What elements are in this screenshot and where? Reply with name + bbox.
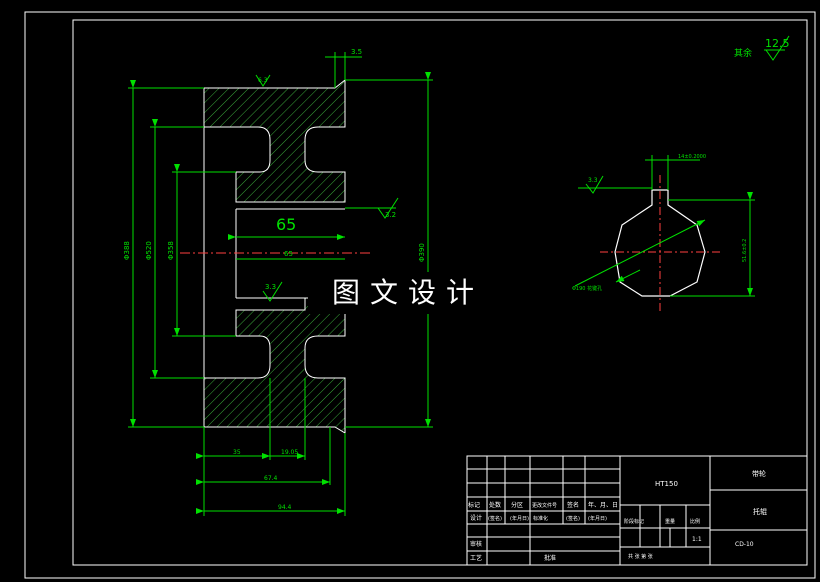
hatch-bottom bbox=[203, 297, 346, 434]
tb-design-cell: 设计 bbox=[470, 514, 482, 522]
dim-dia-outer: Φ388 bbox=[123, 241, 131, 260]
roughness-label: 其余 bbox=[734, 47, 752, 59]
title-block bbox=[466, 455, 808, 566]
tb-part-name: 带轮 bbox=[752, 469, 766, 478]
tb-row-label: 分区 bbox=[511, 501, 523, 509]
tb-scale: 1:1 bbox=[692, 536, 702, 543]
dim-bot3: 67.4 bbox=[264, 475, 278, 482]
tb-drawing-name: 托辊 bbox=[753, 507, 767, 516]
tb-approve: 批准 bbox=[544, 554, 556, 562]
roughness-value: 12.5 bbox=[765, 37, 790, 50]
dim-hub-lower: 3.3 bbox=[265, 283, 276, 291]
tb-review: 审核 bbox=[470, 540, 482, 548]
tb-row-label: 年、月、日 bbox=[588, 501, 618, 509]
tb-stage-header: 阶段标记 bbox=[624, 518, 644, 525]
outer-frame bbox=[24, 11, 816, 579]
side-dim-diag: Φ190 花键孔 bbox=[572, 285, 602, 292]
tb-design-cell: 标准化 bbox=[533, 515, 548, 522]
roughness-symbol bbox=[765, 35, 790, 61]
tb-stage-header: 重量 bbox=[665, 518, 675, 525]
dim-bot2: 19.05 bbox=[281, 449, 298, 456]
tb-row-label: 签名 bbox=[567, 501, 579, 509]
dim-dia-hub: Φ358 bbox=[167, 241, 175, 260]
inner-frame bbox=[72, 19, 808, 566]
dim-bore-small: 65 bbox=[284, 250, 293, 258]
tb-design-cell: (签名) bbox=[566, 515, 580, 522]
watermark: 图文设计 bbox=[308, 272, 508, 314]
tb-stage-header: 比例 bbox=[690, 518, 700, 525]
dim-hub-right: 3.2 bbox=[385, 211, 396, 219]
dim-top-small: 3.5 bbox=[351, 48, 362, 56]
side-dim-top: 14±0.2000 bbox=[678, 154, 706, 160]
side-dim-right: 51.6±0.2 bbox=[742, 239, 748, 262]
tb-row-label: 更改文件号 bbox=[532, 502, 557, 509]
tb-sheet: 共 张 第 张 bbox=[628, 553, 653, 560]
dim-bore-large: 65 bbox=[276, 215, 296, 234]
tb-design-cell: (年月日) bbox=[588, 515, 607, 522]
dim-dia-right: Φ390 bbox=[418, 243, 426, 262]
dim-top-angle: 6.3 bbox=[258, 77, 268, 84]
tb-process: 工艺 bbox=[470, 554, 482, 562]
side-dim-left: 3.3 bbox=[588, 177, 598, 184]
dim-dia-mid: Φ520 bbox=[145, 241, 153, 260]
dim-bot4: 94.4 bbox=[278, 504, 292, 511]
hatch-top bbox=[203, 78, 346, 203]
tb-design-cell: (年月日) bbox=[510, 515, 529, 522]
tb-row-label: 标记 bbox=[468, 501, 480, 509]
tb-drawing-no: CD-10 bbox=[735, 541, 754, 548]
tb-design-cell: (签名) bbox=[488, 515, 502, 522]
dim-bot1: 35 bbox=[233, 449, 241, 456]
tb-material: HT150 bbox=[655, 480, 678, 488]
side-view: 14±0.2000 3.3 51.6±0.2 Φ190 花键孔 bbox=[572, 154, 755, 312]
tb-row-label: 处数 bbox=[489, 501, 501, 509]
